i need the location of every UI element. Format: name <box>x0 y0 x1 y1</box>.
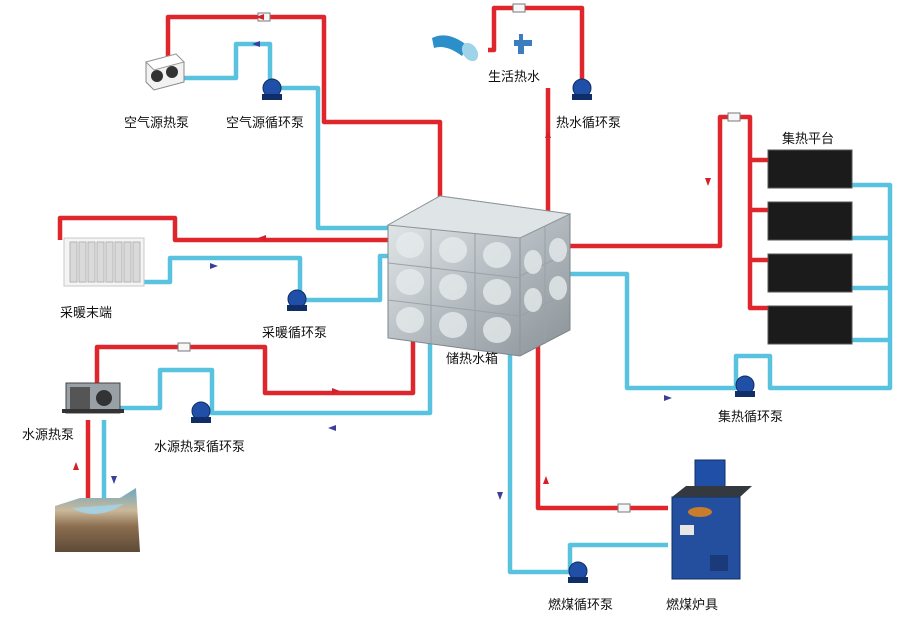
label-collector-platform: 集热平台 <box>782 132 835 147</box>
label-air-source-heat-pump: 空气源热泵 <box>124 116 190 131</box>
arrow-icon <box>258 235 266 241</box>
cold-pipes <box>101 41 893 575</box>
hot-pipe-coal <box>535 313 668 511</box>
label-collector-pump: 集热循环泵 <box>718 410 784 425</box>
collector-panels <box>767 149 853 345</box>
arrow-icon <box>328 425 336 431</box>
arrow-icon <box>73 462 79 470</box>
cold-pipe-heating <box>128 253 394 303</box>
cold-pipe-coal <box>507 318 668 575</box>
hot-pipe-domestic <box>488 5 585 84</box>
pump-icon-water-source <box>191 401 211 423</box>
arrow-icon <box>332 388 340 394</box>
coal-boiler <box>671 459 752 580</box>
pump-icon-heating <box>287 289 307 311</box>
hot-pipe-heating <box>57 215 392 243</box>
pump-icon-coal <box>568 561 588 583</box>
label-coal-pump: 燃煤循环泵 <box>548 598 614 613</box>
label-heating-pump: 采暖循环泵 <box>262 326 328 341</box>
label-domestic-hot-water: 生活热水 <box>488 70 541 85</box>
arrow-icon <box>664 395 672 401</box>
label-hot-water-pump: 热水循环泵 <box>556 116 622 131</box>
storage-tank <box>386 195 572 357</box>
hot-pipes <box>57 5 770 522</box>
water-source-heat-pump <box>62 382 124 414</box>
ground-well <box>55 488 140 552</box>
label-air-source-pump: 空气源循环泵 <box>226 116 305 131</box>
cold-pipe-water-source <box>110 292 433 416</box>
flow-arrows <box>73 14 711 500</box>
shower-icon <box>432 35 479 62</box>
arrow-icon <box>497 492 503 500</box>
arrow-icon <box>705 178 711 186</box>
label-storage-tank: 储热水箱 <box>446 352 499 367</box>
pump-icon-air-source <box>262 78 282 100</box>
pump-icon-collector <box>735 375 755 397</box>
label-water-source-pump: 水源热泵循环泵 <box>154 440 246 455</box>
arrow-icon <box>545 130 551 138</box>
pumps <box>191 78 755 583</box>
faucet-icon <box>514 34 532 54</box>
arrow-icon <box>111 476 117 484</box>
label-water-source-heat-pump: 水源热泵 <box>22 428 75 443</box>
label-heating-terminal: 采暖末端 <box>60 306 113 321</box>
radiator-icon <box>63 237 145 287</box>
label-coal-boiler: 燃煤炉具 <box>666 598 719 613</box>
arrow-icon <box>543 476 549 484</box>
pump-icon-hot-water <box>572 78 592 100</box>
air-source-heat-pump <box>145 53 185 91</box>
hot-pipe-water-source <box>94 300 416 396</box>
arrow-icon <box>256 14 264 20</box>
cold-pipe-air-source <box>180 41 392 231</box>
hot-pipe-air-source <box>165 14 443 215</box>
arrow-icon <box>252 41 260 47</box>
arrow-icon <box>210 263 218 269</box>
